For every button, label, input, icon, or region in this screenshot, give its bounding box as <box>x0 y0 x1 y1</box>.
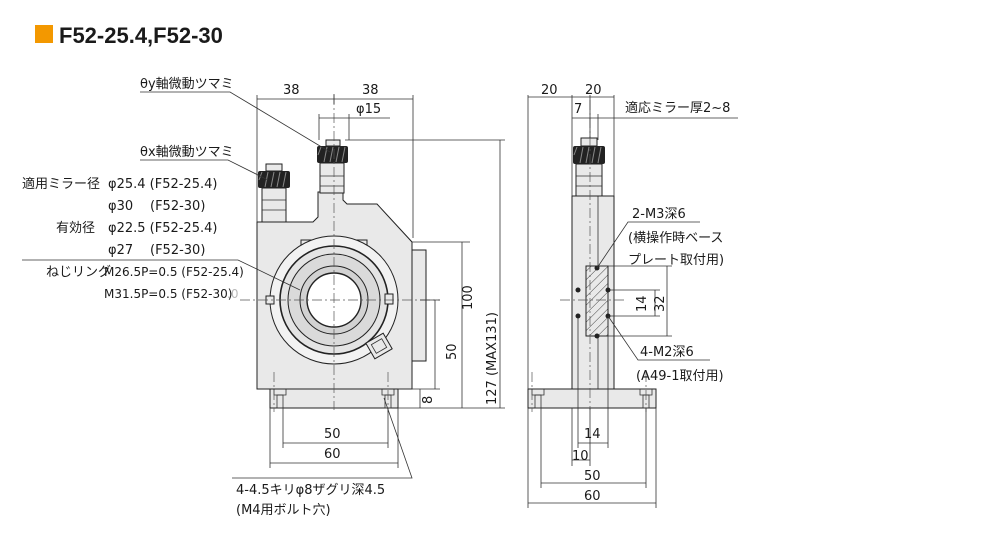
callout-m2-1: 4-M2深6 <box>640 345 694 360</box>
mirror-diameter-label: 適用ミラー径 <box>22 176 100 192</box>
thread-ring-label: ねじリング <box>46 265 111 280</box>
dim-front-38-right: 38 <box>362 83 379 98</box>
side-callouts: 2-M3深6 (横操作時ベース プレート取付用) 4-M2深6 (A49-1取付… <box>596 207 724 384</box>
dim-side-10: 10 <box>572 449 589 464</box>
effective-diameter-label: 有効径 <box>56 221 95 236</box>
counterbore-callout-2: (M4用ボルト穴) <box>236 503 331 518</box>
thread-ring-faint: .0 <box>227 287 238 301</box>
effective-diameter-2-model: (F52-30) <box>150 243 205 258</box>
dim-side-60: 60 <box>584 489 601 504</box>
dim-side-14-vertical: 14 <box>635 295 650 312</box>
dim-side-20-right: 20 <box>585 83 602 98</box>
callout-theta-x-knob: θx軸微動ツマミ <box>140 145 234 160</box>
dim-front-127: 127 (MAX131) <box>485 312 500 405</box>
counterbore-callout-1: 4-4.5キリφ8ザグリ深4.5 <box>236 483 385 498</box>
dim-side-50: 50 <box>584 469 601 484</box>
dim-side-32: 32 <box>653 295 668 312</box>
callout-mirror-thickness: 適応ミラー厚2~8 <box>625 100 730 116</box>
mirror-diameter-1: φ25.4 (F52-25.4) <box>108 177 217 192</box>
page-title: F52-25.4,F52-30 <box>59 23 223 48</box>
dim-front-8: 8 <box>421 396 436 404</box>
effective-diameter-2: φ27 <box>108 243 133 258</box>
dim-side-20-left: 20 <box>541 83 558 98</box>
title-accent-square <box>35 25 53 43</box>
theta-y-knob <box>317 139 348 194</box>
side-holes <box>575 265 611 339</box>
dim-front-100: 100 <box>461 285 476 310</box>
front-dimensions: 38 38 φ15 127 (MAX131) 100 50 8 50 60 <box>256 83 505 468</box>
side-base-plate <box>527 388 657 409</box>
dim-front-60-width: 60 <box>324 447 341 462</box>
dim-side-7: 7 <box>574 102 582 117</box>
callout-m3-2: (横操作時ベース <box>628 230 723 246</box>
effective-diameter-1: φ22.5 (F52-25.4) <box>108 221 217 236</box>
dim-front-38-left: 38 <box>283 83 300 98</box>
side-view <box>527 100 657 412</box>
front-view <box>240 95 440 412</box>
front-right-pin <box>384 293 394 305</box>
dim-front-phi15: φ15 <box>356 102 381 117</box>
mirror-diameter-2-model: (F52-30) <box>150 199 205 214</box>
callout-m2-2: (A49-1取付用) <box>636 369 724 384</box>
mirror-diameter-2: φ30 <box>108 199 133 214</box>
callout-theta-y-knob: θy軸微動ツマミ <box>140 77 234 92</box>
callout-m3-3: プレート取付用) <box>628 253 724 268</box>
side-dimensions: 20 20 7 適応ミラー厚2~8 14 32 14 10 50 60 <box>527 83 738 508</box>
front-side-bar <box>411 249 427 362</box>
theta-x-knob <box>258 163 290 223</box>
dim-front-50-height: 50 <box>445 343 460 360</box>
dim-front-50-width: 50 <box>324 427 341 442</box>
dim-side-14-bottom: 14 <box>584 427 601 442</box>
front-callouts: θy軸微動ツマミ θx軸微動ツマミ 適用ミラー径 φ25.4 (F52-25.4… <box>22 77 413 518</box>
callout-m3-1: 2-M3深6 <box>632 207 686 222</box>
side-knob <box>573 137 605 197</box>
thread-ring-2: M31.5P=0.5 (F52-30) <box>104 287 232 301</box>
thread-ring-1: M26.5P=0.5 (F52-25.4) <box>104 265 244 279</box>
front-clamp-screw <box>365 332 393 360</box>
side-hatched-slot <box>585 265 609 337</box>
